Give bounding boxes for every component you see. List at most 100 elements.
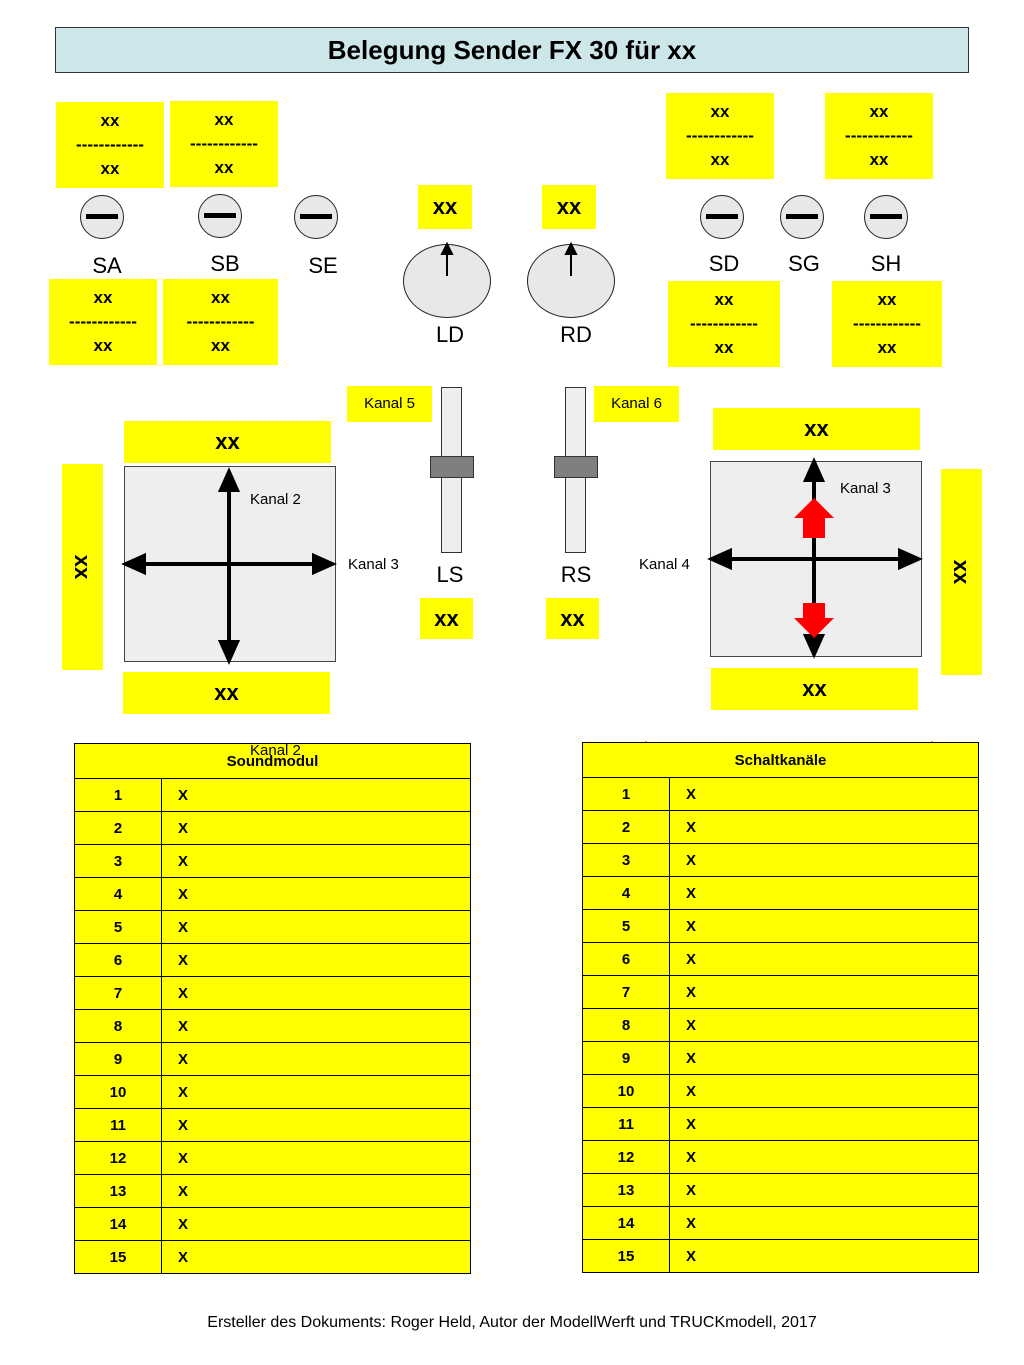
row-value[interactable]: X	[161, 1174, 471, 1208]
row-value[interactable]: X	[161, 1009, 471, 1043]
row-value[interactable]: X	[669, 1074, 979, 1108]
row-value[interactable]: X	[669, 942, 979, 976]
switch-sa-label: SA	[92, 253, 122, 278]
rd-label-box[interactable]: xx	[542, 185, 596, 229]
switch-sb-label: SB	[210, 251, 240, 276]
soundmodul-header: Soundmodul	[74, 743, 471, 779]
kanal5-box[interactable]: Kanal 5	[347, 386, 432, 422]
ld-label-box[interactable]: xx	[418, 185, 472, 229]
switch-sa-icon[interactable]	[80, 195, 124, 239]
placeholder-text: xx	[804, 416, 829, 441]
separator-text: ------------	[186, 312, 255, 331]
slider-rs-thumb[interactable]	[554, 456, 598, 478]
row-number: 6	[74, 943, 162, 977]
sb-label-top[interactable]: xx ------------ xx	[170, 101, 278, 187]
row-value[interactable]: X	[161, 844, 471, 878]
row-value[interactable]: X	[161, 1042, 471, 1076]
ls-label-box[interactable]: xx	[420, 598, 473, 639]
dial-ld-label: LD	[435, 322, 465, 347]
placeholder-text: xx	[214, 680, 239, 705]
row-value[interactable]: X	[669, 1107, 979, 1141]
row-value[interactable]: X	[669, 810, 979, 844]
placeholder-text: xx	[100, 111, 120, 130]
sd-label-bottom[interactable]: xx ------------ xx	[668, 281, 780, 367]
placeholder-text: xx	[560, 605, 585, 631]
row-value[interactable]: X	[669, 777, 979, 811]
row-number: 1	[74, 778, 162, 812]
row-value[interactable]: X	[161, 778, 471, 812]
row-value[interactable]: X	[161, 910, 471, 944]
switch-sh-icon[interactable]	[864, 195, 908, 239]
placeholder-text: xx	[710, 150, 730, 169]
row-number: 15	[582, 1239, 670, 1273]
row-value[interactable]: X	[669, 876, 979, 910]
row-value[interactable]: X	[669, 909, 979, 943]
row-value[interactable]: X	[669, 1041, 979, 1075]
sd-label-top[interactable]: xx ------------ xx	[666, 93, 774, 179]
left-stick-left-box[interactable]: xx	[62, 464, 103, 670]
switch-sd-icon[interactable]	[700, 195, 744, 239]
row-value[interactable]: X	[161, 1108, 471, 1142]
separator-text: ------------	[69, 312, 137, 331]
row-number: 15	[74, 1240, 162, 1274]
sb-label-bottom[interactable]: xx ------------ xx	[163, 279, 278, 365]
row-value[interactable]: X	[161, 1240, 471, 1274]
placeholder-text: xx	[710, 102, 730, 121]
right-stick-right-box[interactable]: xx	[941, 469, 982, 675]
separator-text: ------------	[845, 126, 913, 145]
kanal6-text: Kanal 6	[611, 395, 662, 412]
row-number: 5	[74, 910, 162, 944]
row-value[interactable]: X	[669, 1239, 979, 1273]
row-value[interactable]: X	[161, 943, 471, 977]
slider-ls-thumb[interactable]	[430, 456, 474, 478]
row-value[interactable]: X	[161, 1207, 471, 1241]
row-value[interactable]: X	[161, 1075, 471, 1109]
row-value[interactable]: X	[669, 1206, 979, 1240]
row-number: 9	[582, 1041, 670, 1075]
switch-se-icon[interactable]	[294, 195, 338, 239]
row-value[interactable]: X	[669, 1173, 979, 1207]
right-stick-bottom-box[interactable]: xx	[711, 668, 918, 710]
sa-label-bottom[interactable]: xx ------------ xx	[49, 279, 157, 365]
right-stick-top-box[interactable]: xx	[713, 408, 920, 450]
schaltkanaele-header: Schaltkanäle	[582, 742, 979, 778]
switch-sg-icon[interactable]	[780, 195, 824, 239]
row-value[interactable]: X	[669, 1008, 979, 1042]
placeholder-text: xx	[869, 102, 889, 121]
placeholder-text: xx	[214, 158, 234, 177]
sa-label-top[interactable]: xx ------------ xx	[56, 102, 164, 188]
left-stick-top-box[interactable]: xx	[124, 421, 331, 463]
kanal5-text: Kanal 5	[364, 395, 415, 412]
sh-label-top[interactable]: xx ------------ xx	[825, 93, 933, 179]
placeholder-text: xx	[877, 290, 897, 309]
kanal6-box[interactable]: Kanal 6	[594, 386, 679, 422]
row-number: 4	[74, 877, 162, 911]
switch-sb-icon[interactable]	[198, 194, 242, 238]
row-value[interactable]: X	[669, 975, 979, 1009]
row-value[interactable]: X	[161, 1141, 471, 1175]
row-value[interactable]: X	[669, 843, 979, 877]
row-value[interactable]: X	[161, 877, 471, 911]
sh-label-bottom[interactable]: xx ------------ xx	[832, 281, 942, 367]
row-value[interactable]: X	[161, 976, 471, 1010]
row-value[interactable]: X	[161, 811, 471, 845]
placeholder-text: xx	[802, 676, 827, 701]
left-stick-bottom-box[interactable]: xx	[123, 672, 330, 714]
row-number: 8	[74, 1009, 162, 1043]
row-value[interactable]: X	[669, 1140, 979, 1174]
rs-label-box[interactable]: xx	[546, 598, 599, 639]
